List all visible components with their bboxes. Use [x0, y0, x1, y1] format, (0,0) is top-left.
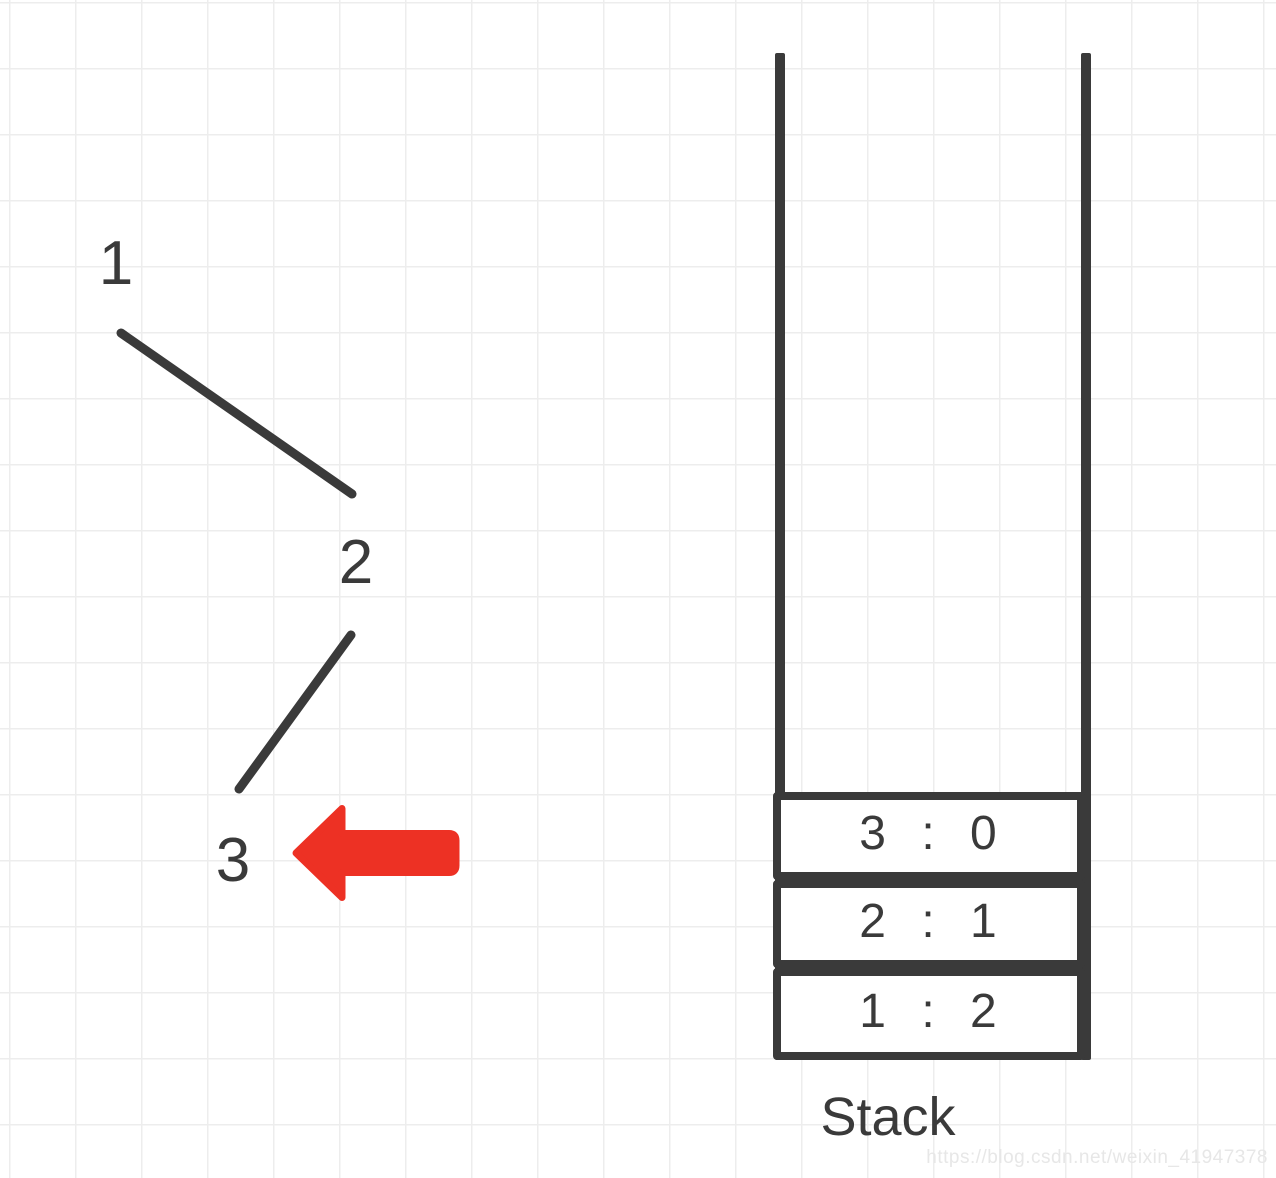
- stack-entry: 2 : 1: [773, 880, 1085, 968]
- stack-entry: 1 : 2: [773, 968, 1085, 1060]
- stack-label: Stack: [820, 1087, 956, 1147]
- edge-1-to-2: [116, 328, 357, 499]
- sequence-label-3: 3: [215, 826, 251, 895]
- stack-entry-text: 2 : 1: [859, 895, 999, 948]
- stack-entry-text: 3 : 0: [859, 807, 999, 860]
- watermark: https://blog.csdn.net/weixin_41947378: [926, 1147, 1268, 1168]
- stack-entry-text: 1 : 2: [859, 985, 999, 1038]
- edge-2-to-3: [234, 630, 356, 794]
- sequence-label-1: 1: [98, 229, 134, 298]
- red-left-arrow-icon: [292, 805, 460, 901]
- stack-entry: 3 : 0: [773, 792, 1085, 880]
- sequence-label-2: 2: [338, 528, 374, 597]
